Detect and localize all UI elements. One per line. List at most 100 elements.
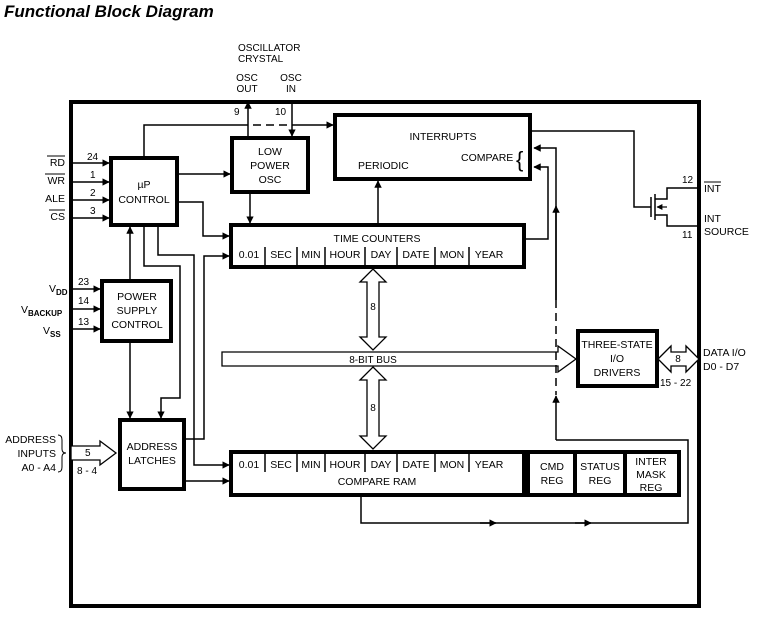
- svg-text:CS: CS: [50, 211, 65, 223]
- up-to-compare-ram-wire: [157, 225, 230, 469]
- svg-text:TIME COUNTERS: TIME COUNTERS: [334, 233, 421, 245]
- up-to-interrupts-wire: [143, 124, 240, 158]
- compare-ram-cell-mon: MON: [440, 459, 465, 471]
- svg-text:BACKUP: BACKUP: [28, 309, 63, 318]
- io-label-2: I/O: [610, 353, 624, 365]
- eight-bit-bus: [221, 344, 578, 374]
- chip-outline: [69, 100, 701, 608]
- inter-mask-reg-label: INTER: [635, 456, 667, 468]
- svg-text:2: 2: [90, 188, 96, 199]
- time-counter-cell-mon: MON: [440, 249, 465, 261]
- low-power-osc-label-2: POWER: [250, 160, 290, 172]
- bus-upper-width: 8: [370, 302, 376, 313]
- svg-text:13: 13: [78, 317, 90, 328]
- low-power-osc-block: [230, 136, 310, 194]
- data-io-label-2: D0 - D7: [703, 361, 739, 373]
- power-supply-label-3: CONTROL: [111, 319, 162, 331]
- svg-text:ALE: ALE: [45, 193, 65, 205]
- address-brace: [57, 434, 67, 473]
- time-counter-cell-year: YEAR: [475, 249, 504, 261]
- data-io-bus: [657, 344, 700, 374]
- svg-text:WR: WR: [48, 175, 66, 187]
- svg-text:23: 23: [78, 277, 90, 288]
- power-supply-label-2: SUPPLY: [117, 305, 158, 317]
- mask-to-interrupt-wire: [556, 439, 689, 522]
- status-reg-label: STATUS: [580, 461, 620, 473]
- osc-in-label: OSC: [280, 73, 302, 84]
- power-supply-label: POWER: [117, 291, 157, 303]
- compare-ram-cell-year: YEAR: [475, 459, 504, 471]
- pin-9: 9: [234, 107, 240, 118]
- time-counter-cell-day: DAY: [371, 249, 392, 261]
- status-reg-label-2: REG: [589, 475, 612, 487]
- svg-text:COMPARE RAM: COMPARE RAM: [338, 476, 417, 488]
- pin-rd: RD 24: [47, 152, 110, 169]
- bus-upper-link: [358, 268, 388, 351]
- data-io-width: 8: [675, 354, 681, 365]
- oscillator-heading: OSCILLATOR: [238, 43, 300, 54]
- pin-wr: WR 1: [45, 170, 110, 187]
- svg-text:DD: DD: [56, 288, 68, 297]
- up-to-counters-wire: [177, 201, 230, 240]
- compare-ram-cell-min: MIN: [301, 459, 320, 471]
- pin-12: 12: [682, 175, 694, 186]
- up-control-block: [109, 156, 179, 227]
- compare-ram-cell-hour: HOUR: [330, 459, 361, 471]
- inter-mask-reg-label-2: MASK: [636, 469, 666, 481]
- address-bus-arrow: [70, 439, 118, 467]
- address-latches-block: [118, 418, 186, 491]
- address-inputs-label-3: A0 - A4: [22, 462, 57, 474]
- compare-ram-cell-001: 0.01: [239, 459, 260, 471]
- data-io-label: DATA I/O: [703, 347, 746, 359]
- interrupts-periodic: PERIODIC: [358, 160, 409, 172]
- pin-ale: ALE 2: [45, 188, 110, 205]
- time-counter-cell-hour: HOUR: [330, 249, 361, 261]
- compare-ram-cell-sec: SEC: [270, 459, 292, 471]
- three-state-io-block: [576, 329, 659, 388]
- interrupt-to-mosfet-wire: [530, 130, 651, 208]
- address-bus-pins: 8 - 4: [77, 466, 97, 477]
- interrupts-compare: COMPARE: [461, 152, 513, 164]
- ram-to-mask-wire: [360, 497, 689, 524]
- bus-lower-width: 8: [370, 403, 376, 414]
- bus-label: 8-BIT BUS: [349, 355, 397, 366]
- compare-ram-cell-date: DATE: [402, 459, 429, 471]
- compare-ram-cell-day: DAY: [371, 459, 392, 471]
- time-counter-cell-date: DATE: [402, 249, 429, 261]
- pin-11: 11: [682, 230, 693, 241]
- mosfet-icon: [650, 187, 699, 227]
- address-latches-label: ADDRESS: [127, 441, 178, 453]
- interrupts-title: INTERRUPTS: [409, 131, 476, 143]
- bus-lower-link: [358, 366, 388, 450]
- time-counters-block: TIME COUNTERS 0.01 SEC MIN HOUR DAY DATE MON YE…: [229, 223, 526, 269]
- osc-in-label-2: IN: [286, 84, 296, 95]
- cmd-reg-label: CMD: [540, 461, 564, 473]
- svg-text:V: V: [21, 304, 28, 316]
- crystal-heading: CRYSTAL: [238, 54, 284, 65]
- time-counter-cell-min: MIN: [301, 249, 320, 261]
- time-counter-cell-sec: SEC: [270, 249, 292, 261]
- data-io-pins: 15 - 22: [660, 378, 692, 389]
- svg-text:1: 1: [90, 170, 96, 181]
- up-to-latches-wire: [143, 225, 181, 419]
- io-label: THREE-STATE: [581, 339, 652, 351]
- address-inputs-label-2: INPUTS: [17, 448, 56, 460]
- latches-to-counters-wire: [182, 252, 230, 440]
- svg-text:SS: SS: [50, 330, 61, 339]
- compare-brace: {: [516, 147, 523, 172]
- diagram-title: Functional Block Diagram: [4, 2, 214, 21]
- svg-text:3: 3: [90, 206, 96, 217]
- counters-to-compare-wire: [524, 163, 549, 240]
- registers-frame: [526, 450, 681, 497]
- svg-text:RD: RD: [50, 157, 66, 169]
- svg-text:24: 24: [87, 152, 99, 163]
- low-power-osc-label: LOW: [258, 146, 282, 158]
- time-counter-cell-001: 0.01: [239, 249, 260, 261]
- inter-mask-reg-label-3: REG: [640, 482, 663, 494]
- pin-10: 10: [275, 107, 287, 118]
- pin-cs: CS 3: [49, 206, 110, 223]
- up-control-label-2: CONTROL: [118, 194, 169, 206]
